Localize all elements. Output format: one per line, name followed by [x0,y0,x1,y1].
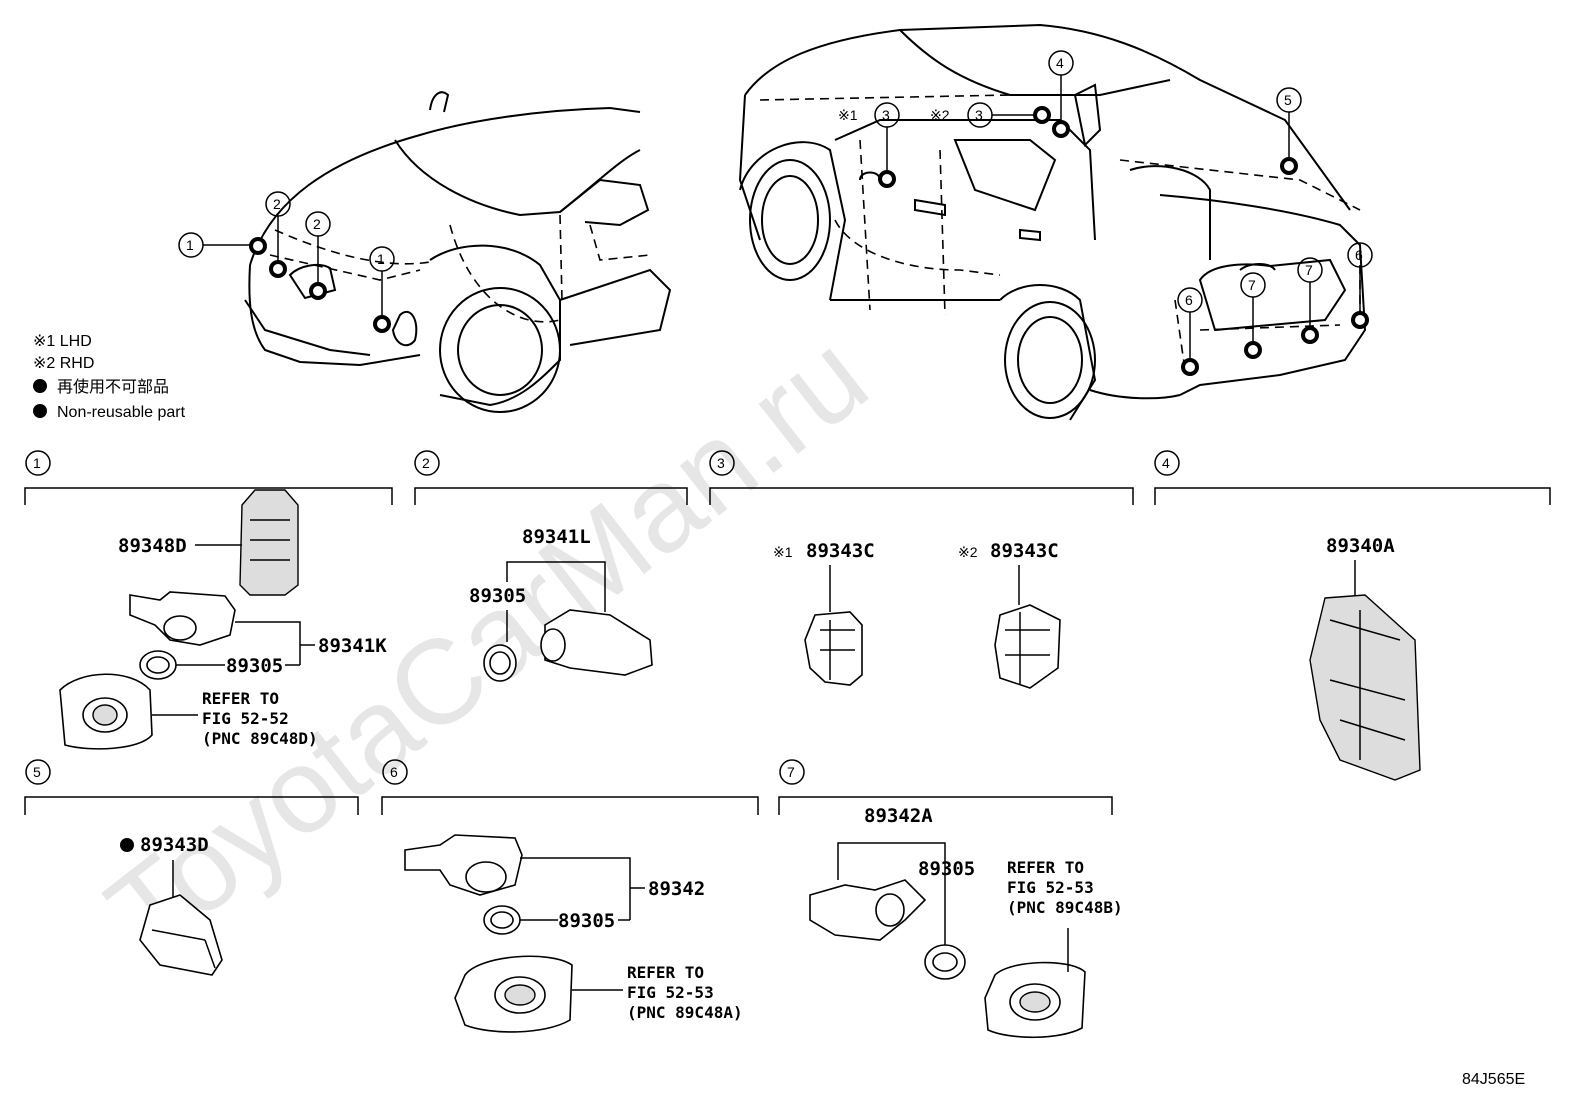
sensor-module-icon [994,604,1061,689]
callout-number: 1 [186,237,194,253]
callout-number: 5 [1284,92,1292,108]
refer-line: REFER TO [1007,858,1084,877]
ultrasonic-sensor-icon [404,834,523,896]
refer-line: FIG 52-53 [627,983,714,1002]
legend: ※1 LHD ※2 RHD 再使用不可部品 Non-reusable part [33,333,186,421]
sensor-bracket-icon [239,489,299,596]
sensor-location-dot [1280,157,1298,175]
non-reusable-dot-icon [33,379,47,393]
group-number: 2 [422,455,430,471]
callout-number: 7 [1248,277,1256,293]
callout-number: 3 [882,107,890,123]
part-number: 89341L [522,526,591,548]
refer-line: FIG 52-52 [202,709,289,728]
callout-number: 4 [1056,55,1064,71]
sensor-location-dot [1033,106,1051,124]
group-2: 2 89341L 89305 [414,450,688,682]
lhd-mark: ※1 [773,544,793,560]
part-number: 89340A [1326,535,1395,557]
group-6: 6 89342 89305 REFER TO FIG 52-53 (PNC 89… [381,759,759,1033]
refer-line: (PNC 89C48D) [202,729,318,748]
group-5: 5 89343D [24,759,359,976]
ultrasonic-sensor-icon [809,879,927,941]
front-callouts: 1 2 2 1 [178,191,395,333]
part-number: 89342 [648,878,705,900]
sensor-module-icon [804,611,863,686]
callout-number: 6 [1355,247,1363,263]
part-number: 89343C [990,540,1059,562]
part-number: 89343C [806,540,875,562]
sensor-location-dot [269,260,287,278]
callout-number: 3 [975,107,983,123]
refer-line: (PNC 89C48B) [1007,898,1123,917]
part-number: 89348D [118,535,187,557]
sensor-location-dot [1052,120,1070,138]
group-number: 1 [33,455,41,471]
sensor-location-dot [249,237,267,255]
sensor-location-dot [1351,311,1369,329]
part-number: 89343D [140,834,209,856]
legend-lhd: ※1 LHD [33,333,92,350]
rhd-mark: ※2 [958,544,978,560]
group-number: 6 [390,764,398,780]
part-number: 89305 [226,655,283,677]
rear-callouts: ※1 3 ※2 3 4 5 6 7 7 6 [838,50,1373,376]
refer-line: FIG 52-53 [1007,878,1094,897]
group-7: 7 89342A 89305 REFER TO FIG 52-53 (PNC 8… [778,759,1123,1039]
part-number: 89305 [469,585,526,607]
sensor-location-dot [1301,326,1319,344]
group-3: 3 ※1 89343C ※2 89343C [709,450,1134,689]
sensor-location-dot [373,315,391,333]
control-module-icon [1309,594,1421,781]
callout-number: 1 [377,251,385,267]
ultrasonic-sensor-icon [544,609,653,676]
group-number: 3 [717,455,725,471]
sensor-location-dot [1181,358,1199,376]
sensor-location-dot [878,170,896,188]
group-number: 5 [33,764,41,780]
callout-number: 7 [1305,262,1313,278]
front-car-illustration [244,91,672,413]
group-number: 4 [1162,455,1170,471]
figure-code: 84J565E [1462,1071,1525,1088]
legend-nonreusable-jp: 再使用不可部品 [57,378,169,396]
non-reusable-dot-icon [33,404,47,418]
part-number: 89341K [318,635,387,657]
callout-number: 2 [313,216,321,232]
part-number: 89342A [864,805,933,827]
sensor-location-dot [309,282,327,300]
rhd-mark: ※2 [930,107,950,123]
refer-line: (PNC 89C48A) [627,1003,743,1022]
part-number: 89305 [558,910,615,932]
callout-number: 2 [273,196,281,212]
refer-line: REFER TO [202,689,279,708]
refer-line: REFER TO [627,963,704,982]
part-number: 89305 [918,858,975,880]
lhd-mark: ※1 [838,107,858,123]
callout-number: 6 [1185,292,1193,308]
non-reusable-dot-icon [120,838,134,852]
group-number: 7 [787,764,795,780]
group-4: 4 89340A [1154,450,1551,781]
legend-rhd: ※2 RHD [33,355,94,372]
group-1: 1 89348D 89341K 89305 REFER TO FIG 52-52… [24,450,393,750]
sensor-location-dot [1244,341,1262,359]
legend-nonreusable-en: Non-reusable part [57,404,186,421]
